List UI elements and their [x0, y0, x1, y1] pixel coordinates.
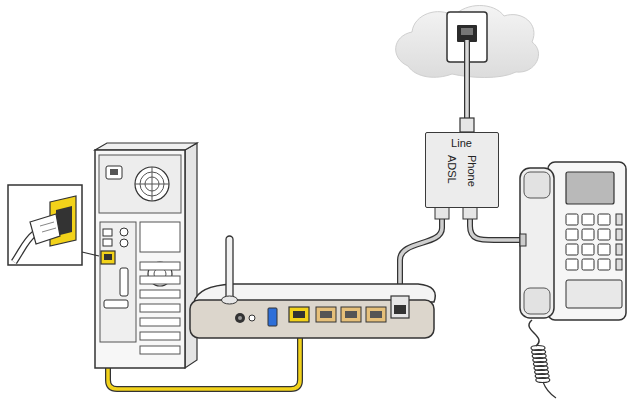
computer-tower-part [101, 251, 115, 264]
speaker-grille [566, 280, 622, 308]
plug-inset-part [14, 234, 34, 262]
phone-cable-part [470, 212, 524, 240]
computer-tower [95, 143, 197, 368]
cord-end [543, 382, 556, 398]
telephone-part [529, 320, 539, 346]
router-part [391, 296, 409, 318]
port-label: Line [451, 137, 472, 149]
phone-plug [463, 207, 477, 219]
computer-tower-part [110, 169, 118, 175]
key [598, 229, 610, 240]
line-cord-part [465, 40, 469, 128]
key [616, 229, 622, 240]
plug-inset-part [30, 214, 60, 244]
phone-cable [470, 212, 524, 240]
key [582, 214, 594, 225]
key [616, 244, 622, 255]
router-part [289, 307, 309, 322]
plug-inset-part [14, 234, 34, 262]
computer-tower-part [120, 239, 128, 247]
router-part [249, 315, 255, 321]
key [598, 214, 610, 225]
port-label-vertical: ADSL [445, 155, 457, 184]
key [566, 214, 578, 225]
router [190, 236, 435, 338]
plug-inset-part [40, 222, 54, 226]
router-part [320, 311, 332, 318]
key [566, 259, 578, 270]
line-cord-part [464, 40, 470, 128]
key [598, 244, 610, 255]
slot-cover [140, 276, 180, 284]
telephone-part [566, 172, 614, 204]
computer-tower-part [100, 222, 136, 342]
slot-cover [140, 262, 180, 270]
port-label-vertical: Phone [466, 155, 478, 187]
key [582, 259, 594, 270]
computer-tower-part [120, 268, 128, 296]
key [566, 229, 578, 240]
telephone-part [520, 234, 526, 246]
computer-tower-part [99, 155, 181, 213]
telephone-part [524, 172, 550, 198]
wall-jack-part [457, 25, 477, 42]
computer-tower-part [135, 167, 169, 201]
computer-tower-part [95, 143, 197, 150]
coiled-cord [531, 346, 556, 399]
router-part [370, 311, 382, 318]
phone-cable-part [470, 212, 524, 240]
key [566, 244, 578, 255]
telephone-part [520, 168, 554, 318]
router-part [268, 308, 277, 326]
telephone-part [548, 162, 626, 320]
slot-cover [140, 346, 180, 354]
router-part [190, 300, 434, 338]
computer-tower-part [104, 300, 128, 308]
router-part [238, 316, 242, 320]
router-part [341, 307, 361, 322]
computer-tower-part [106, 166, 122, 179]
telephone-part [524, 288, 550, 314]
computer-tower-part [140, 222, 180, 252]
expansion-slots [140, 262, 180, 354]
cord-coil [536, 378, 550, 383]
slot-cover [140, 304, 180, 312]
splitter-box: LineADSL Phone [425, 132, 499, 208]
wall-jack-part [461, 28, 473, 35]
router-part [293, 311, 305, 318]
key [616, 259, 622, 270]
computer-tower-part [95, 150, 185, 368]
plug-inset-part [42, 228, 56, 232]
adsl-plug [435, 207, 449, 219]
line-cord [460, 40, 474, 132]
router-part [222, 296, 238, 304]
router-part [235, 313, 245, 323]
telephone [520, 162, 626, 398]
key [582, 244, 594, 255]
router-part [316, 307, 336, 322]
plug-inset [8, 185, 99, 265]
router-part [394, 305, 406, 314]
slot-cover [140, 290, 180, 298]
computer-tower-part [104, 254, 112, 260]
key [582, 229, 594, 240]
router-part [345, 311, 357, 318]
slot-cover [140, 332, 180, 340]
plug-inset-part [82, 252, 99, 256]
computer-tower-part [152, 167, 153, 201]
computer-tower-part [103, 229, 112, 236]
computer-tower-part [120, 228, 128, 236]
key [616, 214, 622, 225]
router-part [366, 307, 386, 322]
router-part [226, 236, 233, 300]
line-cord-part [460, 118, 474, 132]
computer-tower-part [103, 239, 112, 246]
key [598, 259, 610, 270]
keypad [566, 214, 622, 308]
slot-cover [140, 318, 180, 326]
plug-inset-part [8, 185, 82, 265]
